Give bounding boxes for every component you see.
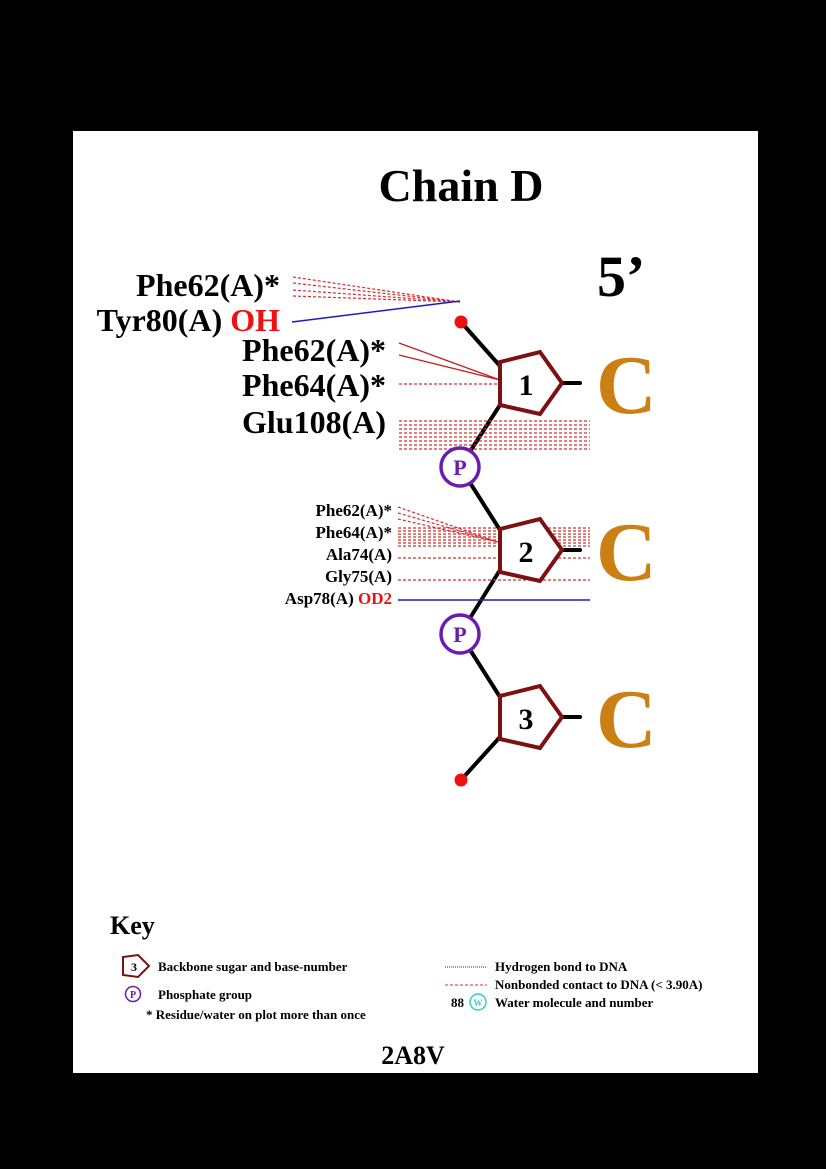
phosphate-circle <box>439 613 481 655</box>
sugar-pentagon <box>498 516 565 584</box>
key-sugar-pentagon <box>122 953 151 979</box>
contact-line <box>292 295 461 303</box>
key-sugar-label: Backbone sugar and base-number <box>158 959 348 974</box>
residue-label: Ala74(A) <box>326 545 392 564</box>
residue-label: Asp78(A) OD2 <box>285 589 392 608</box>
residue-label: Phe62(A)* <box>136 267 280 303</box>
sugar-1: 1 <box>498 349 565 417</box>
pdb-id: 2A8V <box>381 1041 445 1070</box>
sugar-3: 3 <box>498 683 565 751</box>
key-water-number: 88 <box>451 995 465 1010</box>
contact-line <box>292 276 461 303</box>
contact-line <box>397 506 499 543</box>
key-phosphate-label: Phosphate group <box>158 987 252 1002</box>
key-hbond-label: Hydrogen bond to DNA <box>495 959 628 974</box>
nucleotide-number: 2 <box>519 536 534 569</box>
residue-atom: OD2 <box>358 589 392 608</box>
key-water-circle <box>469 993 487 1011</box>
nucleotide-number: 1 <box>519 369 534 402</box>
contacts-nucleotide-2 <box>397 506 590 601</box>
key-contact-label: Nonbonded contact to DNA (< 3.90A) <box>495 977 702 992</box>
key-heading: Key <box>110 911 155 940</box>
hbond-line <box>291 300 461 323</box>
phosphate-1: P <box>439 446 481 488</box>
backbone-bond <box>459 735 502 782</box>
phosphate-circle <box>439 446 481 488</box>
key-water-symbol: W <box>474 998 483 1008</box>
backbone-bond <box>459 320 502 368</box>
contact-line <box>292 289 461 303</box>
key-legend: Key 3 Backbone sugar and base-number P P… <box>110 911 702 1022</box>
residue-atom: OH <box>230 302 280 338</box>
key-sugar-number: 3 <box>131 960 137 974</box>
base-letter: C <box>596 339 657 432</box>
residue-name: Asp78(A) <box>285 589 354 608</box>
residue-label: Phe62(A)* <box>316 501 392 520</box>
terminal-atom <box>454 315 468 329</box>
sugar-pentagon <box>498 683 565 751</box>
base-letter: C <box>596 673 657 766</box>
diagram-panel <box>73 131 758 1073</box>
sugar-pentagon <box>498 349 565 417</box>
key-phosphate-circle <box>124 985 142 1003</box>
residue-label: Phe64(A)* <box>242 367 386 403</box>
residue-label: Glu108(A) <box>242 404 386 440</box>
contacts-nucleotide-1 <box>291 276 590 450</box>
key-phosphate-symbol: P <box>130 990 136 1001</box>
terminal-atom <box>454 773 468 787</box>
residue-name: Tyr80(A) <box>97 302 223 338</box>
contact-line <box>398 354 501 381</box>
phosphate-symbol: P <box>453 622 466 647</box>
five-prime-label: 5’ <box>597 244 645 309</box>
base-letter: C <box>596 506 657 599</box>
contact-line <box>398 342 501 381</box>
residue-label: Gly75(A) <box>325 567 392 586</box>
phosphate-symbol: P <box>453 455 466 480</box>
key-repeat-note: * Residue/water on plot more than once <box>146 1007 366 1022</box>
residue-label: Tyr80(A) OH <box>97 302 280 338</box>
key-water-label: Water molecule and number <box>495 995 654 1010</box>
residue-label: Phe64(A)* <box>316 523 392 542</box>
sugar-2: 2 <box>498 516 565 584</box>
residue-label: Phe62(A)* <box>242 332 386 368</box>
contact-line <box>292 282 461 303</box>
nucleotide-number: 3 <box>519 703 534 736</box>
chain-title: Chain D <box>379 160 544 211</box>
phosphate-2: P <box>439 613 481 655</box>
